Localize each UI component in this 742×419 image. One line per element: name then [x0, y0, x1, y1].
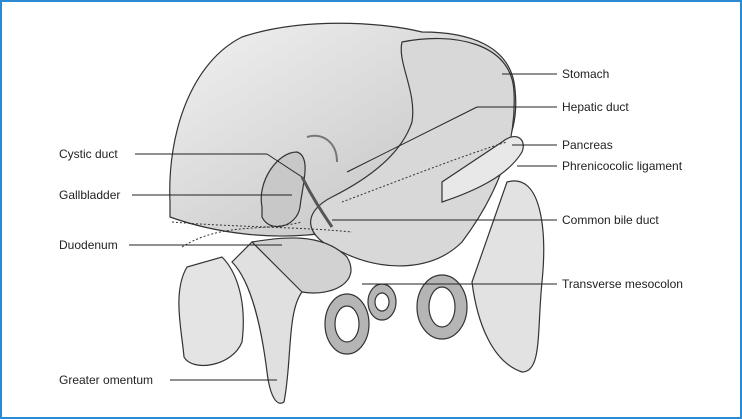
gallbladder: [260, 151, 306, 228]
label-transverse-mesocolon: Transverse mesocolon: [562, 277, 683, 291]
label-hepatic-duct: Hepatic duct: [562, 100, 629, 114]
label-duodenum: Duodenum: [59, 238, 118, 252]
ascending-colon: [178, 256, 244, 366]
pancreas: [441, 136, 524, 203]
greater-omentum: [231, 241, 303, 404]
label-common-bile-duct: Common bile duct: [562, 213, 659, 227]
label-gallbladder: Gallbladder: [59, 188, 120, 202]
hepatic-duct: [306, 134, 338, 163]
label-cystic-duct: Cystic duct: [59, 147, 118, 161]
label-phrenicocolic-ligament: Phrenicocolic ligament: [562, 159, 683, 173]
label-greater-omentum: Greater omentum: [59, 373, 153, 387]
descending-colon: [471, 180, 545, 373]
label-stomach: Stomach: [562, 67, 609, 81]
label-pancreas: Pancreas: [562, 138, 613, 152]
stomach: [310, 37, 515, 267]
common-bile-duct: [300, 176, 334, 228]
